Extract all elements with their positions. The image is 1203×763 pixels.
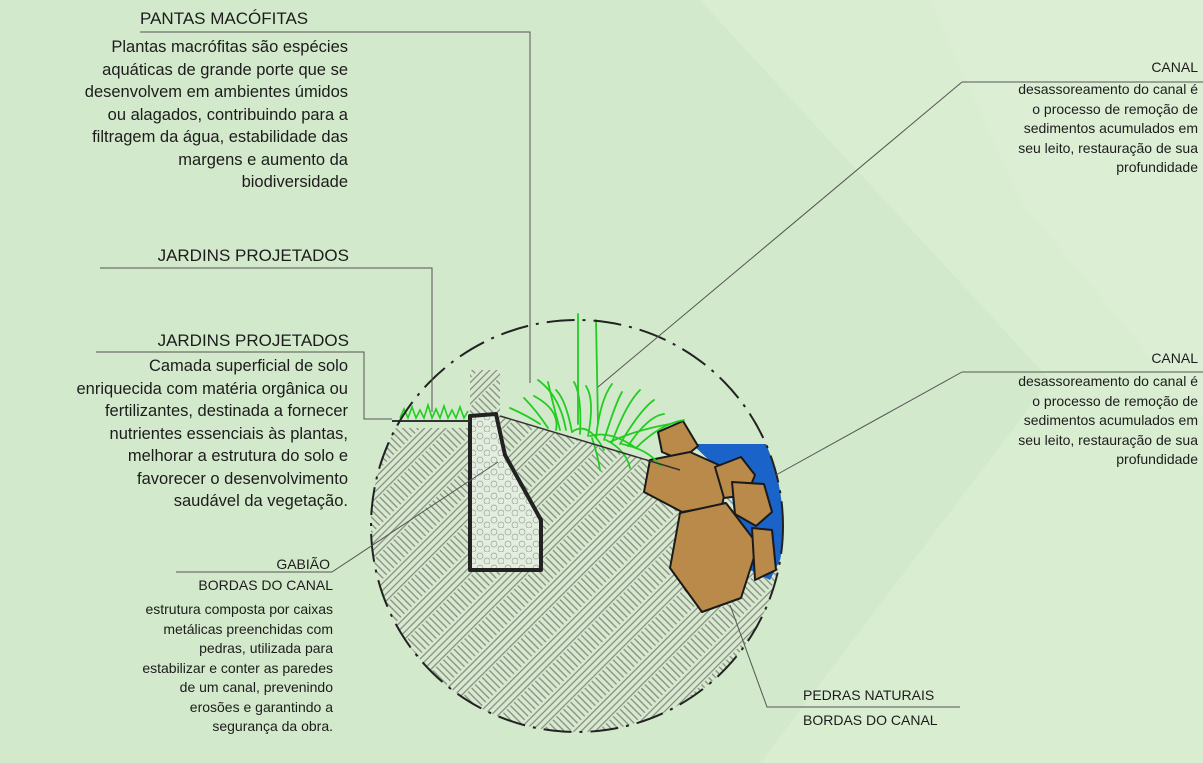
macrophytes-title: PANTAS MACÓFITAS [140, 9, 309, 28]
soil-hatch [371, 370, 783, 732]
natural-stones [643, 420, 777, 613]
gabion-description: estrutura composta por caixas metálicas … [142, 601, 333, 734]
macrophytes-description: Plantas macrófitas são espécies aquática… [84, 38, 348, 191]
gardens-title-1: JARDINS PROJETADOS [157, 246, 349, 265]
gardens-description: Camada superficial de solo enriquecida c… [76, 357, 349, 510]
macrophyte-grass [509, 313, 685, 471]
canal-description-2: desassoreamento do canal é o processo de… [1018, 373, 1198, 467]
canal-title-1: CANAL [1151, 59, 1198, 75]
canal-description-1: desassoreamento do canal é o processo de… [1018, 81, 1198, 175]
gardens-title-2: JARDINS PROJETADOS [157, 331, 349, 350]
gabion-title: GABIÃO [276, 556, 330, 572]
gabion-subtitle: BORDAS DO CANAL [198, 577, 333, 593]
garden-grass [399, 402, 469, 421]
leader-lines [96, 31, 1203, 708]
stones-title: PEDRAS NATURAIS [803, 687, 935, 703]
detail-circle [370, 319, 784, 733]
gabion-wall [468, 412, 543, 572]
stones-subtitle: BORDAS DO CANAL [803, 712, 938, 728]
canal-title-2: CANAL [1151, 350, 1198, 366]
